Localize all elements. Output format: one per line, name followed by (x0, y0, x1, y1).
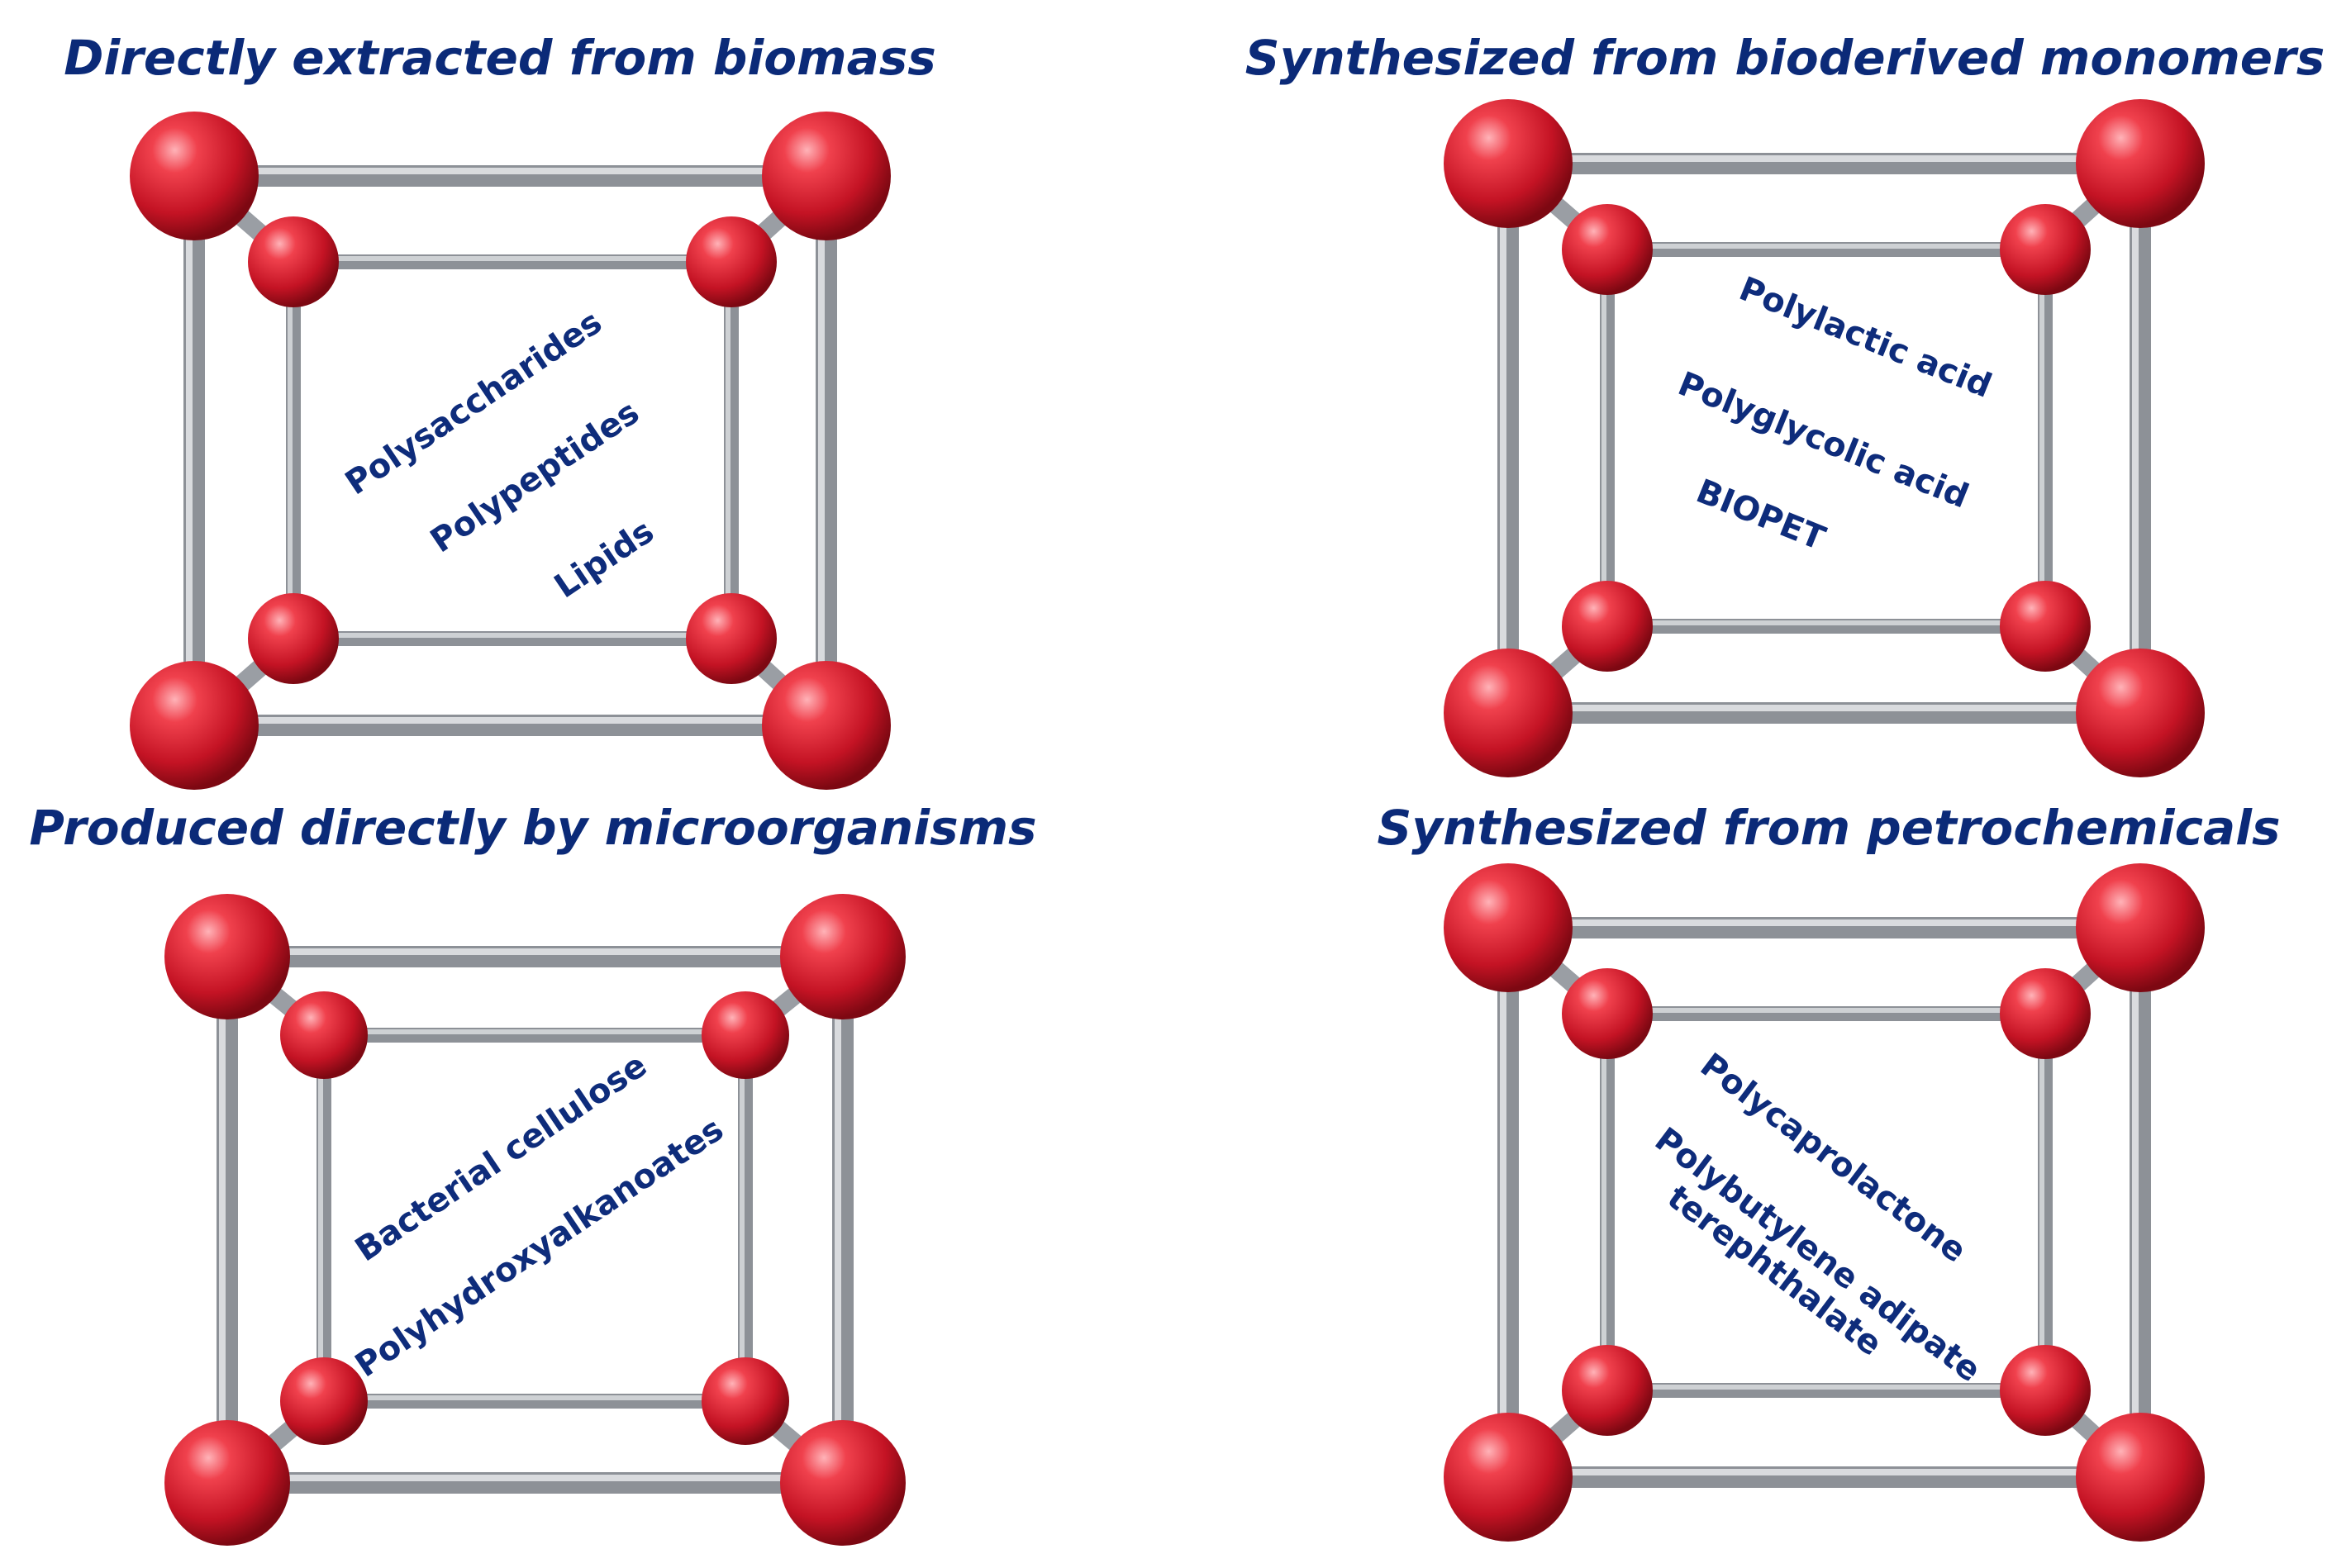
sphere (248, 216, 339, 307)
sphere (2000, 968, 2091, 1059)
sphere (164, 894, 290, 1019)
sphere (702, 991, 789, 1079)
sphere (2000, 204, 2091, 295)
panel-heading: Directly extracted from biomass (64, 30, 936, 86)
sphere (686, 593, 777, 684)
cube-lattice: Bacterial cellulose Polyhydroxyalkanoate… (159, 894, 927, 1568)
rod (286, 254, 739, 646)
sphere (702, 1357, 789, 1445)
sphere (2076, 649, 2205, 777)
sphere (130, 112, 259, 240)
panel-heading: Synthesized from bioderived monomers (1245, 30, 2325, 86)
sphere (780, 1420, 906, 1546)
sphere (164, 1420, 290, 1546)
sphere (1444, 99, 1573, 228)
sphere (248, 593, 339, 684)
cube-lattice: Polylactic acid Polyglycolic acid BIOPET (1438, 99, 2206, 777)
sphere (1562, 204, 1653, 295)
polymer-label: Bacterial cellulose (349, 1046, 654, 1269)
sphere (2076, 1413, 2205, 1542)
polymer-label: Polylactic acid (1734, 270, 1996, 406)
sphere (1444, 863, 1573, 992)
panel-heading: Produced directly by microorganisms (29, 800, 1037, 856)
sphere (1562, 581, 1653, 672)
sphere (1562, 1345, 1653, 1436)
sphere (2076, 99, 2205, 228)
cube-lattice: Polycaprolactone Polybutylene adipate te… (1438, 863, 2206, 1542)
panel-heading: Synthesized from petrochemicals (1377, 800, 2281, 856)
sphere (2076, 863, 2205, 992)
sphere (1444, 649, 1573, 777)
sphere (2000, 581, 2091, 672)
sphere (780, 894, 906, 1019)
sphere (2000, 1345, 2091, 1436)
sphere (686, 216, 777, 307)
sphere (1562, 968, 1653, 1059)
sphere (1444, 1413, 1573, 1542)
sphere (280, 1357, 368, 1445)
sphere (130, 661, 259, 790)
cube-lattice: Polysaccharides Polypeptides Lipids (124, 112, 892, 790)
sphere (762, 112, 891, 240)
polymer-label: BIOPET (1691, 473, 1830, 558)
sphere (762, 661, 891, 790)
polymer-label: Lipids (548, 512, 661, 606)
sphere (280, 991, 368, 1079)
